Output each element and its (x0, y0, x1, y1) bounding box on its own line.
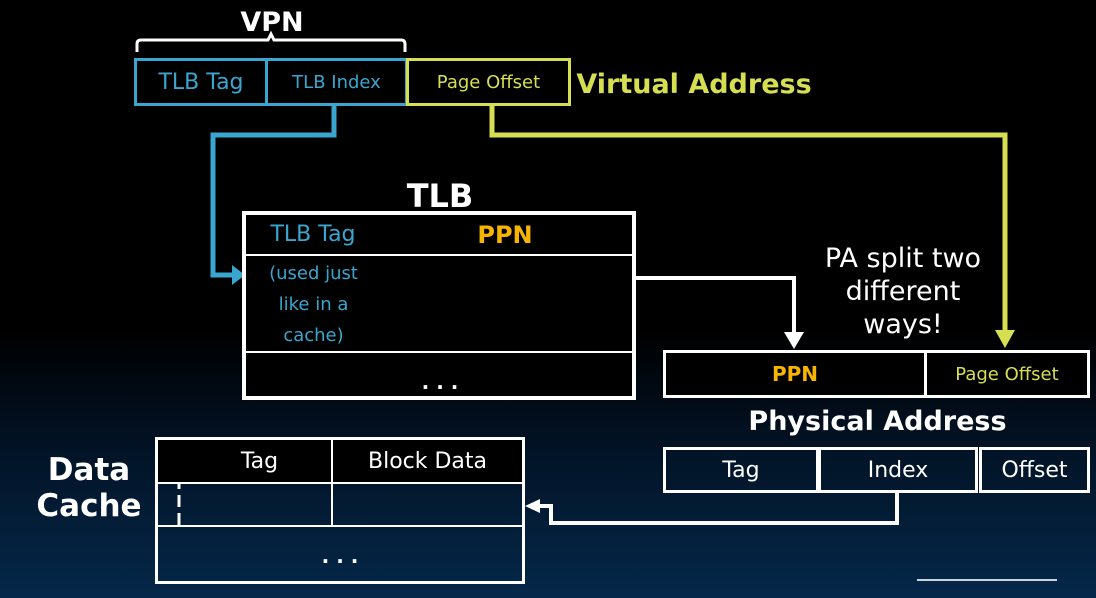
pa-offset-field: Offset (979, 447, 1090, 493)
cache-col-divider (331, 440, 333, 527)
tlb-tag-note: (used just like in a cache) (269, 262, 358, 346)
pa-tag-field: Tag (663, 447, 819, 493)
va-tlb-index-field: TLB Index (265, 58, 408, 106)
pa-ppn-field: PPN (663, 350, 927, 398)
pa-index-field: Index (818, 447, 978, 493)
index-arrowhead (525, 499, 540, 513)
page-offset-arrowhead (995, 330, 1015, 348)
cache-header-fill (158, 440, 522, 482)
tlb-header-tag: TLB Tag (270, 222, 356, 247)
tlb-row-divider-2 (246, 351, 632, 353)
tlb-header-ppn: PPN (477, 220, 533, 249)
cache-ellipsis: . . . (321, 544, 359, 568)
data-cache-title: Data Cache (36, 452, 142, 524)
va-tlb-tag-field: TLB Tag (134, 58, 268, 106)
ppn-arrowhead (784, 332, 804, 349)
tlb-row-divider-1 (246, 254, 632, 256)
index-wire (540, 492, 899, 525)
va-page-offset-field: Page Offset (406, 58, 571, 106)
virtual-address-title: Virtual Address (576, 68, 812, 100)
ppn-wire (634, 276, 796, 332)
pa-page-offset-field: Page Offset (924, 350, 1090, 398)
vpn-brace (135, 30, 407, 52)
cache-header-block-data: Block Data (367, 448, 488, 474)
tlb-index-wire (210, 106, 337, 278)
physical-address-title: Physical Address (748, 405, 1007, 437)
tlb-ellipsis: . . . (421, 370, 459, 394)
page-offset-wire (489, 106, 1008, 330)
vpn-label: VPN (240, 6, 304, 38)
cache-header-tag: Tag (240, 448, 279, 474)
tlb-table: TLB Tag PPN (used just like in a cache) … (242, 211, 636, 400)
pa-split-annotation-text: PA split two different ways! (824, 242, 982, 340)
tlb-index-arrowhead (232, 265, 245, 285)
data-cache-table: Tag Block Data . . . (155, 437, 525, 584)
cache-row-divider-1 (158, 482, 522, 484)
cache-row-divider-2 (158, 525, 522, 527)
tlb-title: TLB (406, 177, 474, 215)
